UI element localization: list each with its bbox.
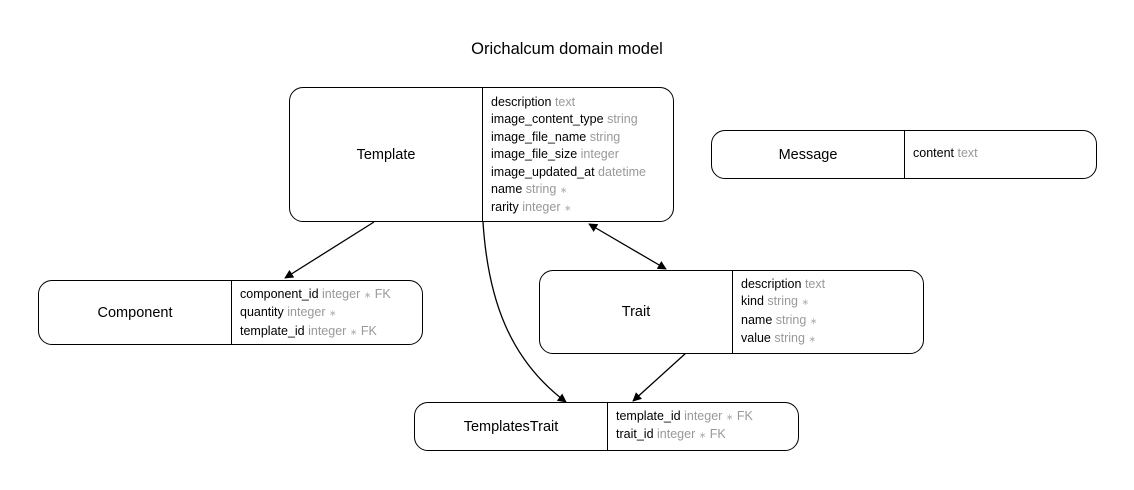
foreign-key-marker: FK (736, 409, 753, 423)
attribute-type: string (607, 112, 638, 127)
attribute-name: image_file_name (491, 129, 587, 144)
edge-trait-templatestrait (632, 352, 687, 402)
required-marker: ∗ (808, 334, 816, 345)
attribute-row: trait_id integer ∗ FK (616, 426, 753, 444)
entity-name: Component (39, 281, 232, 344)
attribute-row: template_id integer ∗ FK (616, 408, 753, 426)
attribute-name: name (491, 182, 523, 197)
attribute-name: trait_id (616, 427, 654, 442)
attribute-type: integer (308, 323, 347, 338)
edge-template-templatestrait (482, 221, 567, 403)
foreign-key-marker: FK (374, 287, 391, 301)
attribute-type: string (525, 182, 557, 197)
attribute-type: text (957, 146, 978, 160)
attribute-name: description (491, 95, 552, 109)
attribute-row: quantity integer ∗ (240, 304, 391, 322)
diagram-title: Orichalcum domain model (471, 40, 663, 58)
attribute-name: component_id (240, 287, 319, 301)
attribute-name: name (741, 312, 773, 327)
attribute-name: description (741, 277, 802, 291)
attribute-row: description text (741, 276, 825, 293)
entity-name: Template (290, 88, 483, 221)
attribute-row: image_file_name string (491, 129, 646, 146)
attribute-type: integer (657, 427, 696, 442)
required-marker: ∗ (363, 290, 372, 300)
attribute-row: template_id integer ∗ FK (240, 323, 391, 341)
attribute-type: datetime (598, 164, 646, 179)
attribute-name: quantity (240, 305, 284, 320)
edge-template-trait (588, 223, 667, 270)
required-marker: ∗ (725, 412, 734, 422)
attribute-row: description text (491, 94, 646, 111)
foreign-key-marker: FK (360, 323, 377, 338)
attribute-type: integer (684, 409, 723, 423)
entity-name: Message (712, 131, 905, 178)
required-marker: ∗ (698, 430, 707, 441)
required-marker: ∗ (801, 297, 810, 308)
attribute-row: name string ∗ (741, 312, 825, 330)
attribute-name: image_content_type (491, 112, 604, 127)
attribute-name: image_file_size (491, 147, 578, 162)
attribute-name: template_id (616, 409, 681, 423)
attribute-type: text (804, 277, 826, 291)
attribute-name: value (741, 331, 771, 346)
attribute-name: template_id (240, 323, 305, 338)
attribute-row: image_updated_at datetime (491, 164, 646, 181)
attribute-type: string (767, 294, 798, 309)
attribute-list: content text (905, 131, 986, 178)
attribute-type: integer (522, 200, 561, 215)
foreign-key-marker: FK (709, 427, 726, 442)
attribute-type: string (589, 129, 621, 144)
attribute-type: integer (322, 287, 361, 301)
attribute-type: text (554, 95, 576, 109)
attribute-name: rarity (491, 200, 519, 215)
attribute-name: kind (741, 294, 764, 309)
required-marker: ∗ (328, 308, 337, 319)
required-marker: ∗ (809, 315, 818, 326)
edge-template-component (284, 221, 375, 279)
entity-message[interactable]: Message content text (711, 130, 1097, 179)
attribute-row: image_content_type string (491, 111, 646, 128)
required-marker: ∗ (559, 185, 568, 196)
required-marker: ∗ (349, 326, 358, 337)
attribute-type: integer (580, 147, 619, 162)
attribute-row: component_id integer ∗ FK (240, 286, 391, 304)
attribute-row: value string ∗ (741, 330, 825, 348)
attribute-row: kind string ∗ (741, 293, 825, 311)
attribute-name: content (913, 146, 955, 160)
entity-name: TemplatesTrait (415, 403, 608, 450)
attribute-type: string (774, 331, 805, 346)
attribute-type: integer (287, 305, 326, 320)
attribute-row: content text (913, 145, 978, 162)
required-marker: ∗ (563, 203, 572, 214)
entity-name: Trait (540, 271, 733, 353)
attribute-row: name string ∗ (491, 181, 646, 199)
attribute-row: rarity integer ∗ (491, 199, 646, 217)
attribute-type: string (775, 312, 807, 327)
attribute-row: image_file_size integer (491, 146, 646, 163)
attribute-name: image_updated_at (491, 164, 595, 179)
